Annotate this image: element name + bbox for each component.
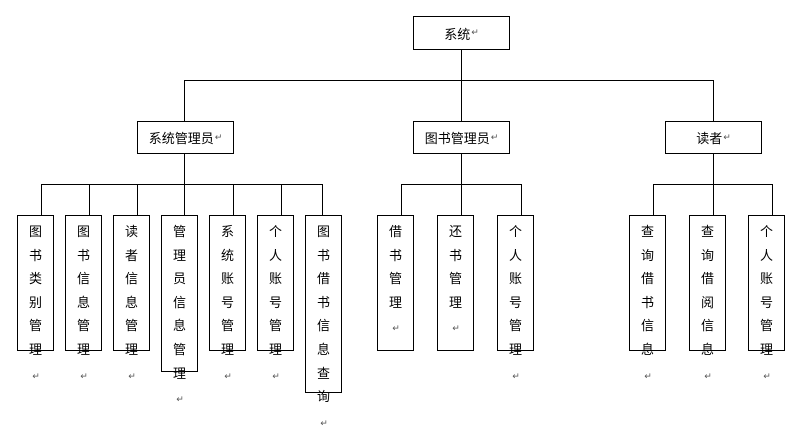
paragraph-mark: ↵ (272, 371, 280, 382)
paragraph-mark: ↵ (128, 371, 136, 382)
connector-line (322, 184, 323, 215)
paragraph-mark: ↵ (80, 371, 88, 382)
connector-line (521, 184, 522, 215)
connector-line (713, 80, 714, 121)
role-label: 系统管理员 (148, 132, 214, 147)
function-node: 还书管理 ↵ (437, 215, 474, 351)
paragraph-mark: ↵ (704, 371, 712, 382)
function-label: 借书管理 (388, 225, 402, 311)
paragraph-mark: ↵ (763, 371, 771, 382)
connector-line (461, 184, 462, 215)
paragraph-mark: ↵ (490, 132, 499, 143)
connector-line (653, 184, 654, 215)
role-node-system-admin: 系统管理员↵ (137, 121, 234, 154)
hierarchy-diagram: 系统↵ 系统管理员↵ 图书管理员↵ 读者↵ 图书类别管理↵ 图书信息管理↵ 读者… (17, 16, 785, 429)
role-node-librarian: 图书管理员↵ (413, 121, 510, 154)
paragraph-mark: ↵ (452, 324, 460, 335)
role-label: 读者 (696, 132, 723, 147)
connector-line (184, 80, 185, 121)
paragraph-mark: ↵ (392, 324, 400, 335)
connector-line (461, 49, 462, 80)
function-label: 管理员信息管理 (172, 225, 186, 382)
connector-line (401, 184, 402, 215)
connector-line (89, 184, 90, 215)
function-label: 读者信息管理 (124, 225, 138, 358)
connector-line (184, 184, 185, 215)
connector-line (41, 184, 323, 185)
paragraph-mark: ↵ (723, 132, 731, 143)
connector-line (713, 184, 714, 215)
paragraph-mark: ↵ (176, 395, 184, 406)
function-node: 系统账号管理 ↵ (209, 215, 246, 382)
function-node: 查询借书信息 ↵ (629, 215, 666, 382)
paragraph-mark: ↵ (224, 371, 232, 382)
connector-line (184, 80, 714, 81)
function-node: 图书借书信息查询 ↵ (305, 215, 342, 429)
connector-line (41, 184, 42, 215)
role-node-reader: 读者↵ (665, 121, 762, 154)
paragraph-mark: ↵ (644, 371, 652, 382)
connector-line (233, 184, 234, 215)
function-node: 查询借阅信息 ↵ (689, 215, 726, 382)
root-node: 系统↵ (413, 16, 510, 50)
function-node: 借书管理 ↵ (377, 215, 414, 351)
function-node: 个人账号管理 ↵ (257, 215, 294, 382)
function-node: 个人账号管理 ↵ (748, 215, 785, 382)
function-label: 图书类别管理 (28, 225, 42, 358)
function-node: 管理员信息管理 ↵ (161, 215, 198, 405)
role-label: 图书管理员 (424, 132, 490, 147)
connector-line (713, 153, 714, 184)
function-label: 图书借书信息查询 (316, 225, 330, 406)
connector-line (461, 153, 462, 184)
function-node: 读者信息管理 ↵ (113, 215, 150, 382)
paragraph-mark: ↵ (32, 371, 40, 382)
connector-line (772, 184, 773, 215)
function-node: 图书类别管理 ↵ (17, 215, 54, 382)
paragraph-mark: ↵ (320, 418, 328, 429)
function-label: 个人账号管理 (508, 225, 522, 358)
function-label: 系统账号管理 (220, 225, 234, 358)
function-label: 个人账号管理 (268, 225, 282, 358)
connector-line (461, 80, 462, 121)
function-label: 查询借书信息 (640, 225, 654, 358)
paragraph-mark: ↵ (471, 28, 479, 38)
function-label: 图书信息管理 (76, 225, 90, 358)
function-label: 个人账号管理 (759, 225, 773, 358)
function-label: 还书管理 (448, 225, 462, 311)
paragraph-mark: ↵ (214, 132, 223, 143)
connector-line (281, 184, 282, 215)
function-label: 查询借阅信息 (700, 225, 714, 358)
connector-line (184, 153, 185, 184)
paragraph-mark: ↵ (512, 371, 520, 382)
connector-line (137, 184, 138, 215)
root-label: 系统 (444, 27, 471, 43)
function-node: 图书信息管理 ↵ (65, 215, 102, 382)
function-node: 个人账号管理 ↵ (497, 215, 534, 382)
